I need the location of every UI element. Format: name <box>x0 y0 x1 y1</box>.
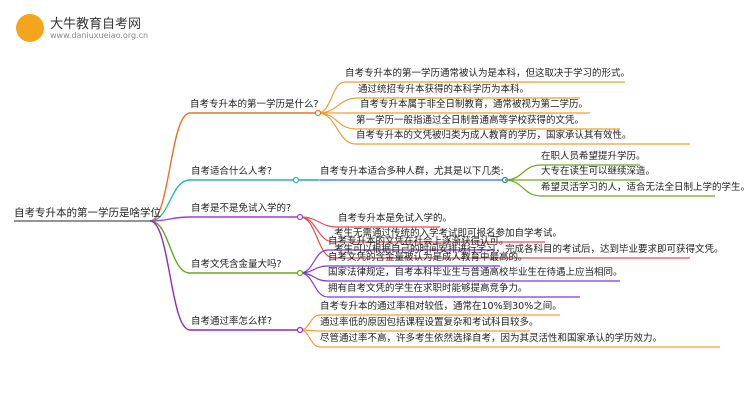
q3-item: 自考专升本是免试入学的。 <box>338 213 453 224</box>
q1-item: 自考专升本属于非全日制教育，通常被视为第二学历。 <box>360 99 589 110</box>
connector-line <box>317 112 357 145</box>
branch-q4: 自考文凭含金量大吗? <box>191 259 282 270</box>
q4-item: 国家法律规定，自考本科毕业生与普通高校毕业生在待遇上应当相同。 <box>328 267 623 278</box>
connector-line <box>504 164 542 181</box>
q2-item: 在职人员希望提升学历。 <box>541 151 646 162</box>
q3-item: 考生无需通过传统的入学考试即可报名参加自学考试。 <box>334 228 563 239</box>
connector-line <box>299 272 329 298</box>
q5-item: 尽管通过率不高，许多考生依然选择自考，因为其灵活性和国家承认的学历效力。 <box>320 333 663 344</box>
junction-dot <box>296 269 304 277</box>
q4-item: 拥有自考文凭的学生在求职时能够提高竞争力。 <box>328 283 528 294</box>
connector-line <box>299 216 335 259</box>
junction-dot <box>292 176 300 184</box>
brand-logo <box>16 14 44 42</box>
connector-line <box>504 179 542 197</box>
connector-line <box>317 81 346 114</box>
junction-dot <box>296 326 304 334</box>
q4-item: 自考文凭的含金量被认为是成人教育中最高的。 <box>328 252 528 263</box>
branch-q5: 自考通过率怎么样? <box>191 316 273 327</box>
q1-item: 第一学历一般指通过全日制普通高等学校获得的文凭。 <box>356 115 585 126</box>
branch-q1: 自考专升本的第一学历是什么? <box>190 99 319 110</box>
q1-item: 自考专升本的文凭被归类为成人教育的学历，国家承认其有效性。 <box>356 130 632 141</box>
q4-item: 自考专升本的文凭在社会上逐渐获得认可。 <box>328 236 509 247</box>
root-topic: 自考专升本的第一学历是啥学位 <box>14 207 161 219</box>
q2-mid: 自考专升本适合多种人群，尤其是以下几类: <box>320 166 504 177</box>
junction-dot <box>314 109 322 117</box>
connector-line <box>149 112 191 222</box>
q2-item: 希望灵活学习的人，适合无法全日制上学的学生。 <box>541 182 750 193</box>
connector-line <box>317 112 357 130</box>
brand-title: 大牛教育自考网 <box>50 17 142 32</box>
connector-line <box>149 220 191 331</box>
q2-item: 大专在读生可以继续深造。 <box>541 166 656 177</box>
brand-url: www.daniuxueiao.org.cn <box>50 31 149 40</box>
q1-item: 通过统招专升本获得的本科学历为本科。 <box>358 84 530 95</box>
connector-line <box>149 216 191 222</box>
branch-q2: 自考适合什么人考? <box>191 166 273 177</box>
branch-q3: 自考是不是免试入学的? <box>191 203 292 214</box>
connector-line <box>149 179 191 222</box>
connector-line <box>299 314 321 331</box>
q5-item: 自考专升本的通过率相对较低，通常在10%到30%之间。 <box>320 301 562 312</box>
q5-item: 通过率低的原因包括课程设置复杂和考试科目较多。 <box>320 317 539 328</box>
connector-line <box>299 329 321 348</box>
q3-item: 考生可以根据自己的时间安排进行学习，完成各科目的考试后，达到毕业要求即可获得文凭… <box>334 244 724 255</box>
junction-dot <box>296 213 304 221</box>
connector-line <box>149 220 191 274</box>
q1-item: 自考专升本的第一学历通常被认为是本科，但这取决于学习的形式。 <box>345 68 631 79</box>
